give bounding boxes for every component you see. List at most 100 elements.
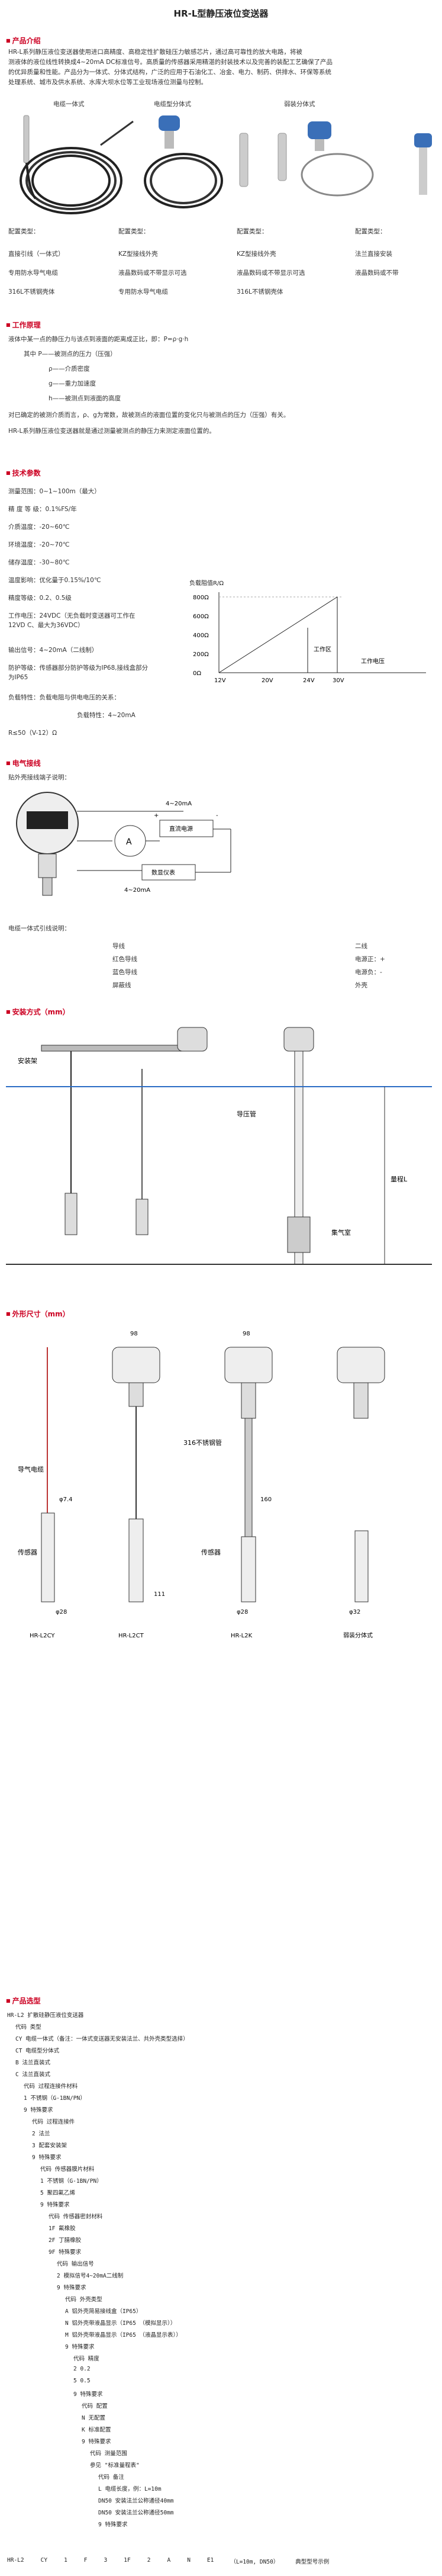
ordering-row: 9 特殊要求 — [24, 2107, 53, 2114]
section-dims-heading: 外形尺寸（mm） — [6, 1309, 70, 1319]
principle-line: HR-L系列静压液位变送器就是通过测量被测点的静压力来测定液面位置的。 — [8, 428, 215, 435]
install-label-range: 量程L — [391, 1175, 408, 1183]
dim-caption: HR-L2K — [231, 1633, 253, 1639]
chart-load-line — [218, 596, 338, 673]
ordering-row: 3 配套安装架 — [32, 2143, 67, 2149]
spec-item: 输出信号：4~20mA（二线制） — [8, 647, 98, 654]
install-label-chamber: 集气室 — [331, 1228, 351, 1236]
spec-item: 温度影响：优化量于0.15%/10℃ — [8, 577, 101, 584]
section-ordering-heading: 产品选型 — [6, 1996, 41, 2006]
ordering-row: 参见 "标准量程表" — [90, 2462, 140, 2469]
dim-value: φ7.4 — [59, 1496, 73, 1503]
drawing-hr-l2k: 98 316不锈钢管 传感器 160 φ28 HR-L2K — [183, 1331, 273, 1639]
chart-region-label: 工作区 — [314, 646, 331, 653]
principle-line: 对已确定的被测介质而言，ρ、g为常数，故被测点的液面位置的变化只与被测点的压力（… — [8, 412, 290, 419]
config-label-2: 配置类型： — [118, 228, 150, 235]
minus-sign: - — [216, 812, 218, 819]
install-diagram: 安装架 导压管 量程L 集气室 — [6, 1027, 432, 1265]
power-supply-label: 直流电源 — [169, 825, 193, 833]
config-cell: 液晶数码或不带显示可选 — [237, 269, 305, 277]
dim-caption: HR-L2CY — [30, 1633, 55, 1639]
spec-item: 环境温度：-20~70℃ — [8, 541, 70, 548]
transmitter-head — [283, 1027, 314, 1052]
ordering-row: 代码 外壳类型 — [65, 2296, 102, 2303]
transmitter-housing — [16, 792, 79, 896]
photo-caption-2: 电缆型分体式 — [154, 101, 191, 108]
ordering-row: 代码 类型 — [15, 2024, 41, 2031]
ordering-row: 2 0.2 — [73, 2366, 91, 2372]
ordering-row: 代码 测量范围 — [90, 2450, 127, 2457]
config-cell: 316L不锈钢壳体 — [8, 288, 55, 295]
spec-item: 负载特性：负载电阻与供电电压的关系： — [8, 694, 120, 701]
cable-title: 电缆一体式引线说明： — [8, 925, 70, 932]
dim-value: 98 — [243, 1331, 250, 1337]
final-code: HR-L2 — [7, 2557, 24, 2564]
section-principle-heading: 工作原理 — [6, 320, 41, 330]
dim-caption: HR-L2CT — [118, 1633, 144, 1639]
ordering-row: 1F 氟橡胶 — [49, 2225, 76, 2232]
dim-value: φ28 — [237, 1609, 248, 1615]
intro-line: 的优异质量和性能。产品分为一体式、分体式结构，广泛的应用于石油化工、冶金、电力、… — [8, 69, 331, 76]
dim-caption: 弱装分体式 — [343, 1631, 373, 1639]
ordering-row: 9 特殊要求 — [40, 2202, 70, 2208]
cable-table-cell: 导线 — [112, 943, 125, 950]
ordering-row: 代码 过程连接件 — [32, 2119, 75, 2125]
ordering-row: 9F 特殊要求 — [49, 2249, 82, 2256]
drawing-hr-l2ct: 98 111 HR-L2CT — [112, 1331, 165, 1639]
product-photo-flange — [414, 133, 432, 195]
chart-x-tick: 24V — [303, 677, 315, 684]
ordering-row: 代码 传感器密封材料 — [49, 2214, 103, 2220]
final-code: （L=10m, DN50） — [230, 2559, 279, 2565]
product-photo-split-rigid — [278, 121, 374, 197]
chart-title: 负载阻值R/Ω — [189, 579, 224, 587]
ordering-row: 2F 丁腈橡胶 — [49, 2237, 82, 2244]
spec-item: 介质温度：-20~60℃ — [8, 523, 70, 531]
mounting-bracket — [41, 1045, 196, 1052]
dim-value: 111 — [154, 1591, 165, 1598]
config-label-1: 配置类型： — [8, 228, 40, 235]
ordering-row: CT 电缆型分体式 — [15, 2048, 60, 2054]
final-code: A — [167, 2557, 171, 2564]
dimension-drawings: 导气电缆 传感器 φ7.4 φ28 HR-L2CY 98 111 HR-L2CT… — [18, 1331, 385, 1639]
ordering-row: 5 0.5 — [73, 2378, 91, 2384]
chart-x-tick: 20V — [262, 677, 273, 684]
load-chart: 负载阻值R/Ω 800Ω 600Ω 400Ω 200Ω 0Ω 工作区 工作电压 … — [189, 579, 426, 684]
spec-output-label: 负载特性：4~20mA — [77, 712, 135, 719]
intro-text: HR-L系列静压液位变送器使用进口高精度、高稳定性扩散硅压力敏感芯片，通过高可靠… — [8, 47, 434, 88]
cable-table-cell: 外壳 — [355, 982, 367, 989]
ordering-row: DN50 安装法兰公称通径50mm — [98, 2510, 174, 2516]
ordering-row: 5 聚四氟乙烯 — [40, 2190, 75, 2196]
principle-line: 液体中某一点的静压力与该点到液面的距离成正比，即：P=ρ·g·h — [8, 336, 189, 343]
page-title: HR-L型静压液位变送器 — [173, 8, 269, 19]
dim-value: φ28 — [56, 1609, 67, 1615]
config-cell: 直接引线（一体式） — [8, 250, 64, 258]
photo-caption-3: 弱装分体式 — [284, 101, 315, 108]
dim-value: φ32 — [349, 1609, 360, 1615]
ordering-row: C 法兰直装式 — [15, 2071, 50, 2078]
display-meter-label: 数显仪表 — [151, 869, 175, 876]
ordering-row: 1 不锈钢（G-1BN/PN） — [24, 2095, 86, 2102]
plus-sign: + — [154, 812, 159, 819]
spec-item: R≤50（V-12）Ω — [8, 730, 57, 737]
config-cell: 专用防水导气电缆 — [8, 269, 58, 277]
wiring-diagram: A 直流电源 + - 数显仪表 4~20mA 4~20mA — [16, 792, 231, 896]
ordering-row: 代码 配置 — [82, 2403, 108, 2410]
final-code: E1 — [207, 2557, 214, 2564]
config-cell: 316L不锈钢壳体 — [237, 288, 283, 295]
dim-label-sensor2: 传感器 — [201, 1549, 221, 1556]
principle-line: g——重力加速度 — [49, 380, 96, 387]
intro-line: 测液体的液位线性转换成4~20mA DC标准信号。高质量的传感器采用精湛的封装技… — [8, 59, 333, 66]
config-label-4: 配置类型： — [355, 228, 386, 235]
ordering-row: 代码 精度 — [73, 2356, 99, 2362]
ordering-row: L 电缆长度，例：L=10m — [98, 2486, 162, 2493]
chart-voltage-label: 工作电压 — [361, 657, 385, 665]
chart-y-tick: 400Ω — [193, 632, 209, 639]
config-cell: 液晶数码或不带 — [355, 269, 399, 277]
ordering-row: CY 电缆一体式（备注：一体式变送器无安装法兰、共外壳类型选择） — [15, 2036, 189, 2042]
product-photo-split-cable — [144, 115, 249, 208]
chart-x-tick: 30V — [333, 677, 344, 684]
drawing-hr-l2cy: 导气电缆 传感器 φ7.4 φ28 HR-L2CY — [18, 1347, 73, 1639]
dim-label-pipe: 316不锈钢管 — [183, 1438, 222, 1447]
sensor — [135, 1199, 149, 1235]
principle-line: h——被测点到液面的高度 — [49, 395, 121, 402]
